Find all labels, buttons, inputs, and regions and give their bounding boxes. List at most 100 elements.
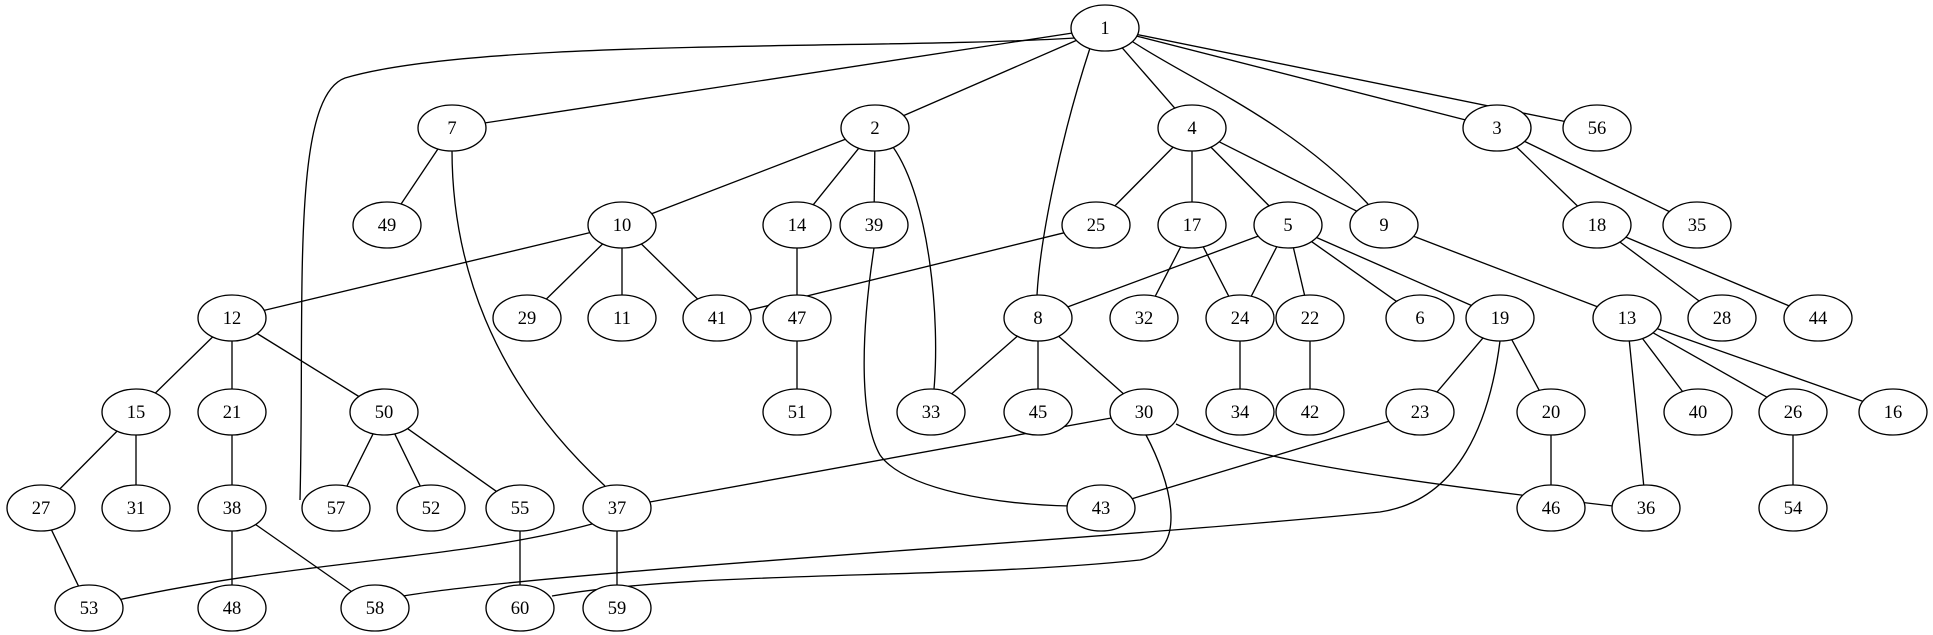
node-22: 22 [1275, 294, 1345, 342]
edge-1-8 [1036, 47, 1091, 296]
edge-4-5 [1210, 146, 1270, 207]
node-label: 38 [223, 499, 242, 519]
node-ellipse [1663, 388, 1733, 436]
node-25: 25 [1061, 201, 1131, 249]
edge-50-57 [346, 433, 374, 487]
node-label: 13 [1618, 309, 1637, 329]
node-ellipse [197, 294, 267, 342]
node-ellipse [1611, 484, 1681, 532]
node-13: 13 [1592, 294, 1662, 342]
node-57: 57 [301, 484, 371, 532]
node-ellipse [197, 388, 267, 436]
node-label: 50 [375, 403, 394, 423]
edge-10-12 [263, 231, 591, 312]
node-3: 3 [1462, 104, 1532, 152]
node-46: 46 [1516, 484, 1586, 532]
node-label: 41 [708, 309, 727, 329]
node-50: 50 [349, 388, 419, 436]
node-ellipse [762, 294, 832, 342]
node-label: 51 [788, 403, 807, 423]
node-label: 17 [1183, 216, 1202, 236]
node-ellipse [301, 484, 371, 532]
node-ellipse [1275, 294, 1345, 342]
node-label: 3 [1492, 119, 1501, 139]
node-44: 44 [1783, 294, 1853, 342]
edge-37-53 [117, 523, 593, 601]
node-29: 29 [492, 294, 562, 342]
node-ellipse [1003, 294, 1073, 342]
node-ellipse [485, 484, 555, 532]
node-17: 17 [1157, 201, 1227, 249]
node-51: 51 [762, 388, 832, 436]
node-5: 5 [1253, 201, 1323, 249]
node-9: 9 [1349, 201, 1419, 249]
node-14: 14 [762, 201, 832, 249]
node-ellipse [1003, 388, 1073, 436]
node-36: 36 [1611, 484, 1681, 532]
node-ellipse [1758, 388, 1828, 436]
node-ellipse [1462, 104, 1532, 152]
node-label: 56 [1588, 119, 1607, 139]
node-ellipse [485, 584, 555, 632]
node-label: 54 [1784, 499, 1803, 519]
node-label: 53 [80, 599, 99, 619]
node-ellipse [1109, 294, 1179, 342]
node-26: 26 [1758, 388, 1828, 436]
node-18: 18 [1562, 201, 1632, 249]
node-55: 55 [485, 484, 555, 532]
node-7: 7 [417, 104, 487, 152]
edge-5-8 [1067, 235, 1259, 308]
node-16: 16 [1858, 388, 1928, 436]
node-label: 46 [1542, 499, 1561, 519]
node-label: 4 [1187, 119, 1196, 139]
node-ellipse [582, 484, 652, 532]
node-33: 33 [896, 388, 966, 436]
node-12: 12 [197, 294, 267, 342]
edge-9-13 [1413, 235, 1598, 308]
edge-19-20 [1511, 339, 1540, 391]
node-ellipse [492, 294, 562, 342]
node-ellipse [340, 584, 410, 632]
edge-19-23 [1436, 337, 1484, 393]
node-52: 52 [396, 484, 466, 532]
node-label: 14 [788, 216, 807, 236]
node-10: 10 [587, 201, 657, 249]
node-ellipse [1385, 388, 1455, 436]
node-ellipse [1562, 104, 1632, 152]
edge-3-35 [1524, 140, 1670, 213]
edge-13-26 [1652, 332, 1768, 398]
edge-30-36 [1175, 423, 1614, 507]
node-54: 54 [1758, 484, 1828, 532]
node-label: 6 [1415, 309, 1424, 329]
edge-8-30 [1058, 335, 1124, 395]
edge-1-4 [1121, 47, 1176, 109]
edge-4-25 [1114, 146, 1174, 207]
node-ellipse [197, 484, 267, 532]
node-ellipse [396, 484, 466, 532]
node-ellipse [197, 584, 267, 632]
node-47: 47 [762, 294, 832, 342]
edge-18-44 [1625, 236, 1790, 307]
node-label: 8 [1033, 309, 1042, 329]
node-ellipse [1562, 201, 1632, 249]
node-label: 11 [613, 309, 631, 329]
edge-50-52 [394, 433, 421, 487]
edge-27-53 [50, 529, 80, 587]
node-ellipse [1758, 484, 1828, 532]
edge-1-57 [299, 37, 1076, 501]
edge-23-43 [1131, 420, 1390, 500]
node-label: 44 [1809, 309, 1828, 329]
node-label: 45 [1029, 403, 1048, 423]
node-label: 58 [366, 599, 385, 619]
node-label: 40 [1689, 403, 1708, 423]
node-label: 12 [223, 309, 242, 329]
node-label: 59 [608, 599, 627, 619]
node-ellipse [587, 294, 657, 342]
edge-1-2 [903, 39, 1077, 117]
node-label: 35 [1688, 216, 1707, 236]
edge-7-37 [451, 149, 606, 487]
node-ellipse [1253, 201, 1323, 249]
node-ellipse [1205, 388, 1275, 436]
node-label: 1 [1100, 19, 1109, 39]
